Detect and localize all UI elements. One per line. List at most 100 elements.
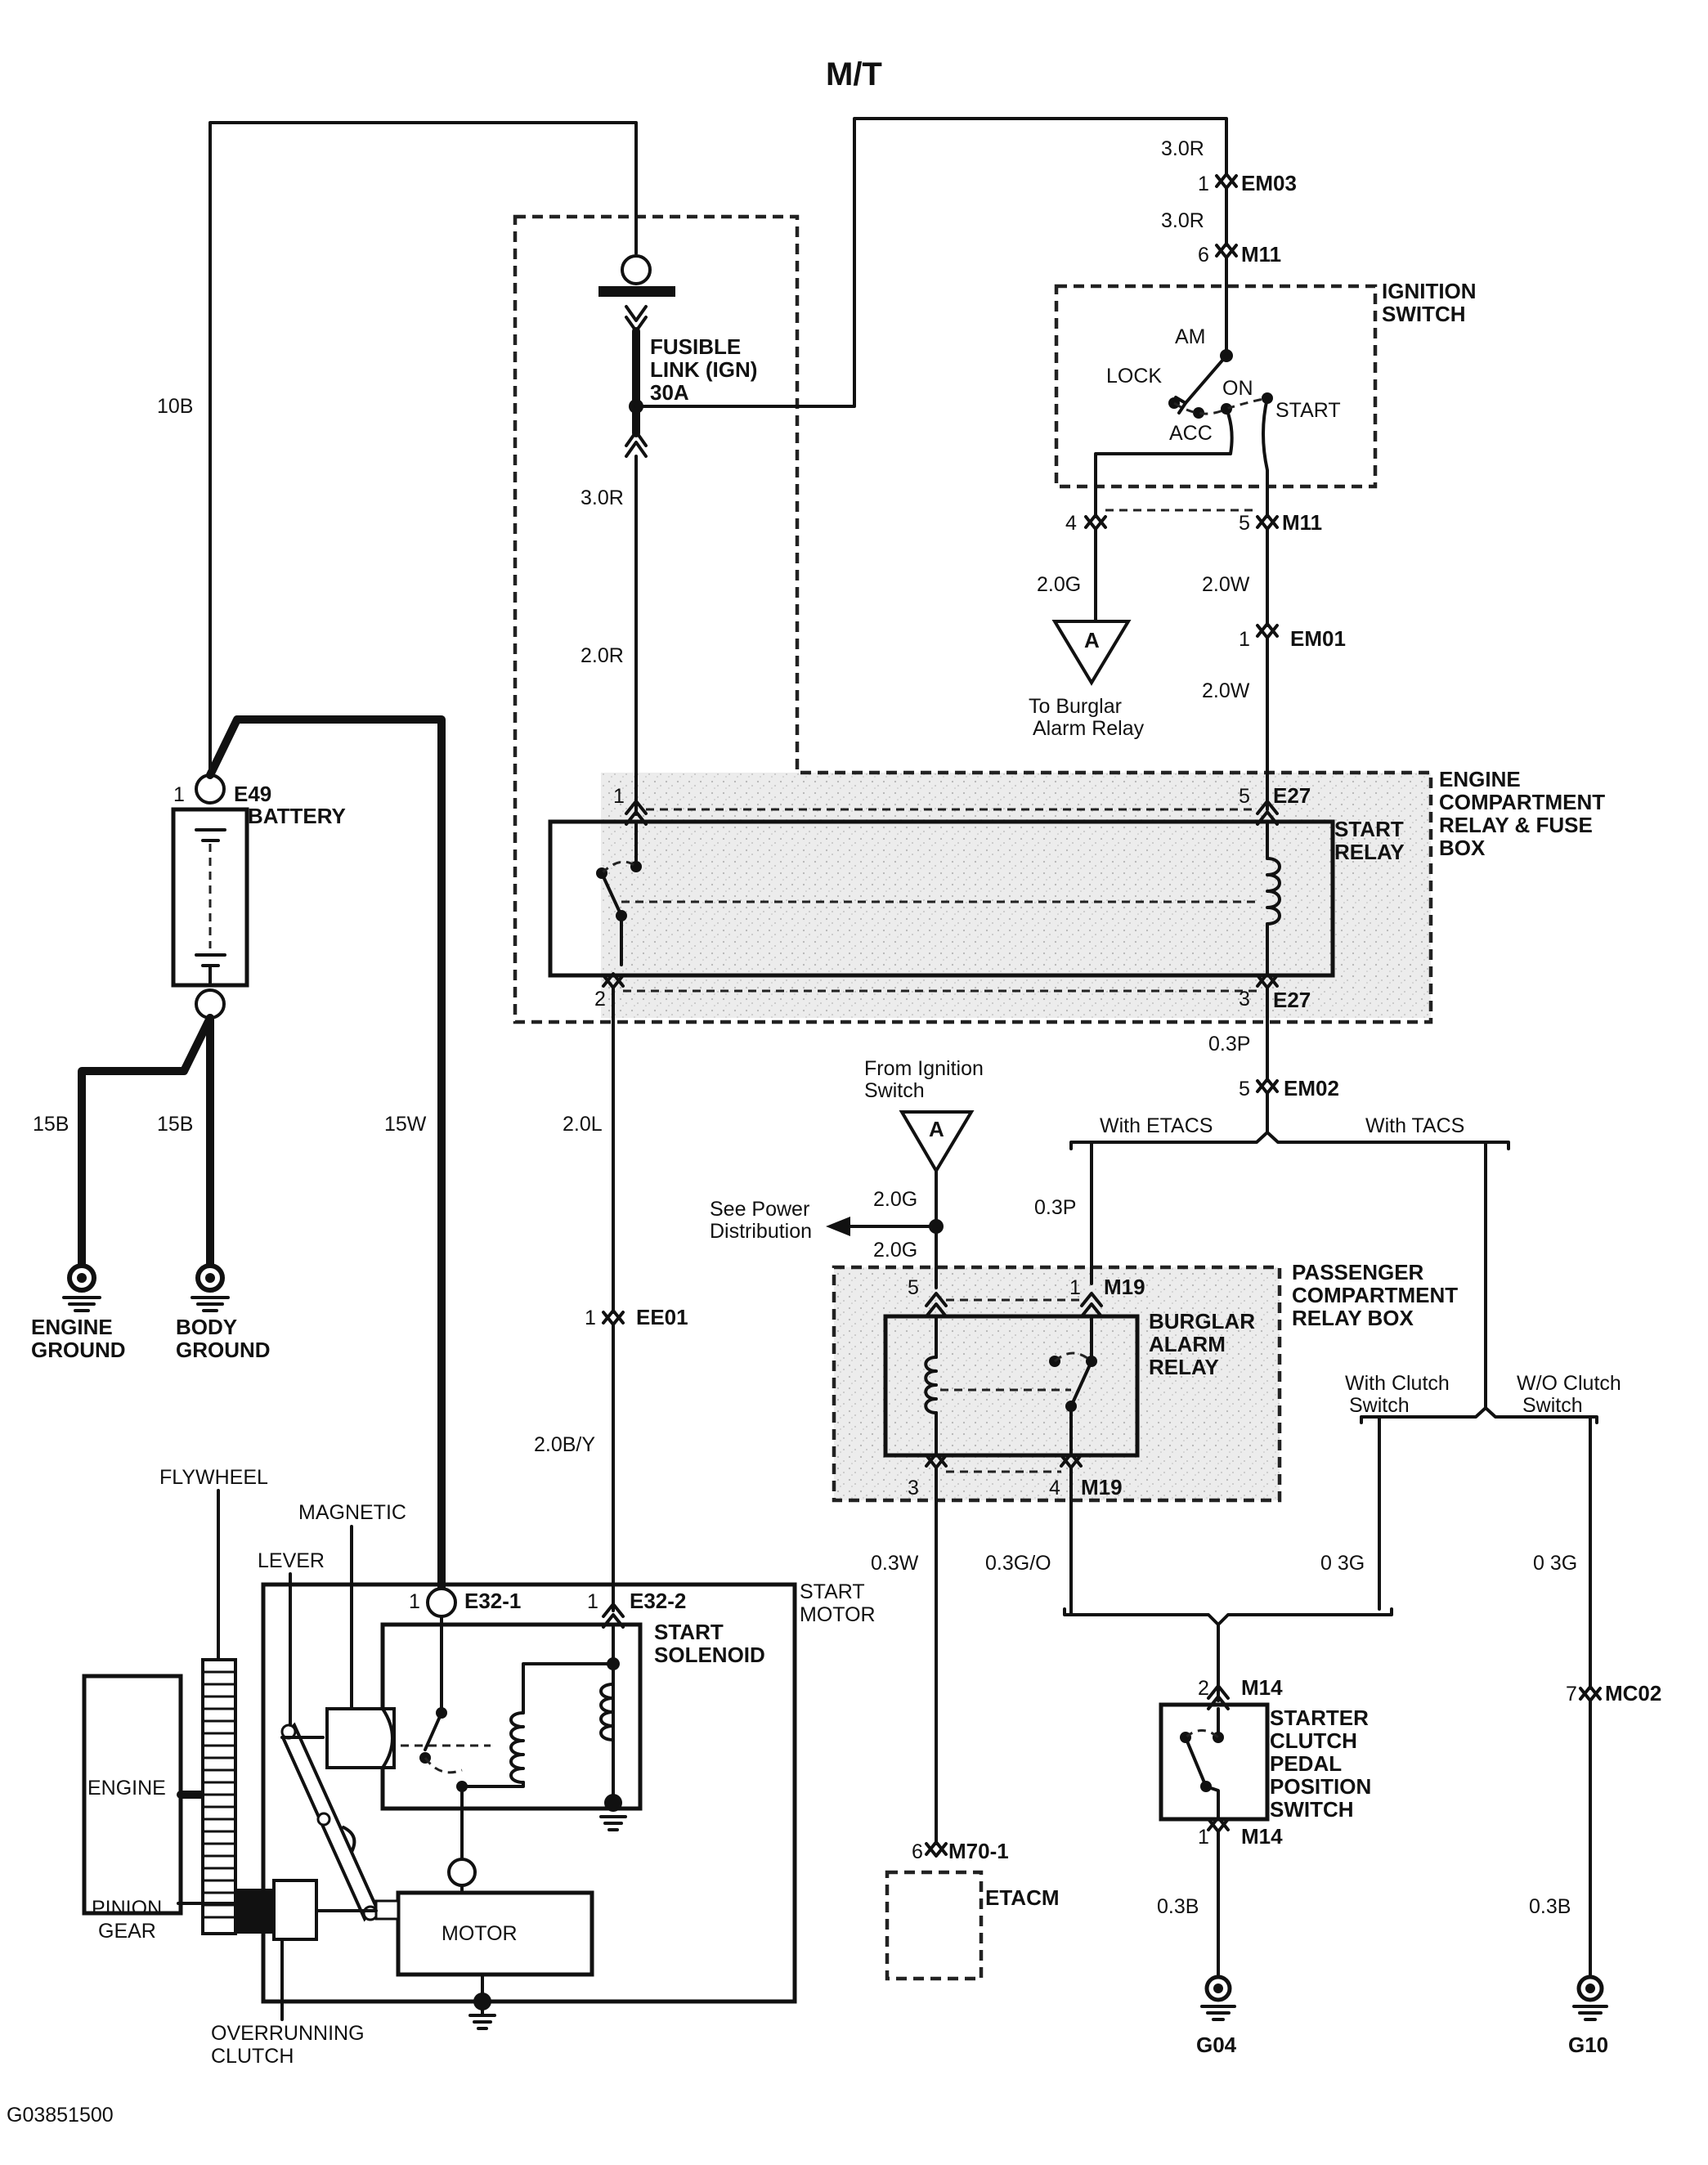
ign-on-label: ON xyxy=(1222,377,1253,400)
motor-ground-splice xyxy=(473,1992,491,2010)
flywheel-teeth xyxy=(203,1670,235,1919)
battery-cell-bottom xyxy=(195,953,226,967)
overrunning-clutch xyxy=(272,1879,318,1941)
m19-1-id: M19 xyxy=(1104,1275,1145,1299)
wire-ign-acc-out xyxy=(1094,407,1234,518)
wire-3-0r-to-ignition xyxy=(634,117,1228,408)
ground-g04-label: G04 xyxy=(1196,2033,1237,2057)
m11-5-id: M11 xyxy=(1282,510,1322,535)
etacm-label: ETACM xyxy=(985,1885,1060,1910)
body-ground-symbol xyxy=(191,1296,230,1312)
fusible-link-bar xyxy=(598,286,675,297)
ee01-id: EE01 xyxy=(636,1305,688,1329)
m19-5-pin: 5 xyxy=(908,1276,919,1299)
motor-ground-symbol xyxy=(468,2014,496,2030)
solenoid-switch-arc xyxy=(424,1757,463,1774)
branch-with-tacs: With TACS xyxy=(1365,1114,1464,1137)
solenoid-switch-blade xyxy=(424,1711,443,1751)
mc02-id: MC02 xyxy=(1605,1681,1661,1706)
wire-label-10b: 10B xyxy=(157,395,193,418)
em01-pin: 1 xyxy=(1239,628,1250,651)
lever-motor-coupler xyxy=(374,1899,400,1921)
connector-m14-2-symbol xyxy=(1207,1684,1230,1710)
ign-switch-arrow xyxy=(1174,396,1187,415)
start-motor-body xyxy=(261,1582,797,2004)
burglar-relay-coil xyxy=(924,1356,938,1414)
solenoid-ground-splice xyxy=(604,1794,622,1812)
connector-em01-symbol xyxy=(1256,622,1279,639)
battery-positive-terminal xyxy=(195,773,226,805)
ign-ref-letter: A xyxy=(929,1117,944,1141)
wire-label-0-3g-b: 0 3G xyxy=(1533,1552,1577,1575)
magnetic-label: MAGNETIC xyxy=(298,1501,406,1524)
solenoid-pull-lead xyxy=(460,1781,525,1788)
diagram-title: M/T xyxy=(826,56,882,92)
wire-label-3-0r-mid: 3.0R xyxy=(1161,209,1204,232)
fusible-link-bottom-connector xyxy=(625,430,648,458)
passenger-compartment-box xyxy=(832,1265,1282,1503)
connector-e32-2-symbol xyxy=(602,1602,625,1629)
ignition-switch-box xyxy=(1054,284,1378,489)
wire-label-2-0r: 2.0R xyxy=(581,644,624,667)
burglar-alarm-relay-body xyxy=(883,1314,1140,1458)
flywheel-body xyxy=(201,1658,237,1935)
ign-acc-label: ACC xyxy=(1169,422,1213,445)
start-relay-body xyxy=(548,819,1335,978)
clutch-lead-bottom xyxy=(1204,1785,1220,1821)
fusible-link-terminal xyxy=(621,254,652,285)
lever-pivot-mid xyxy=(316,1812,331,1827)
wire-ign-start-out xyxy=(1262,397,1269,518)
e27-5-id: E27 xyxy=(1273,783,1311,808)
burglar-switch-blade xyxy=(1069,1360,1093,1408)
ign-lock-label: LOCK xyxy=(1106,365,1162,388)
connector-e27-5-symbol xyxy=(1256,800,1279,826)
m70-id: M70-1 xyxy=(948,1839,1009,1863)
engine-ground-center xyxy=(77,1273,87,1283)
motor-terminal xyxy=(447,1858,477,1887)
battery-pin: 1 xyxy=(173,783,185,806)
m70-pin: 6 xyxy=(912,1840,923,1863)
wire-15b-engine xyxy=(78,1014,214,1275)
connector-em02-symbol xyxy=(1256,1078,1279,1095)
body-ground-center xyxy=(205,1273,215,1283)
connector-mc02-symbol xyxy=(1579,1685,1602,1702)
em02-pin: 5 xyxy=(1239,1078,1250,1100)
wire-label-2-0g-b: 2.0G xyxy=(873,1239,917,1262)
solenoid-ground-symbol xyxy=(599,1815,627,1831)
m11-6-pin: 6 xyxy=(1198,244,1209,267)
m14-2-pin: 2 xyxy=(1198,1677,1209,1700)
wire-label-0-3b-a: 0.3B xyxy=(1157,1895,1199,1918)
burglar-ref-letter: A xyxy=(1084,628,1100,652)
branch-clutch xyxy=(1360,1406,1598,1424)
e32-1-pin: 1 xyxy=(409,1590,420,1613)
wire-label-15b-a: 15B xyxy=(33,1113,69,1136)
wire-label-3-0r-fl: 3.0R xyxy=(581,486,624,509)
clutch-switch-body xyxy=(1159,1702,1270,1822)
ground-g04-symbol xyxy=(1200,2005,1236,2021)
clutch-switch-arc xyxy=(1185,1729,1219,1739)
battery-cell-top xyxy=(195,828,226,842)
motor-body xyxy=(396,1890,594,1977)
terminal-e32-1 xyxy=(426,1587,457,1618)
ground-g10-symbol xyxy=(1572,2005,1608,2021)
wire-label-15b-b: 15B xyxy=(157,1113,193,1136)
connector-ee01-symbol xyxy=(602,1309,625,1326)
m11-5-pin: 5 xyxy=(1239,512,1250,535)
m14-1-pin: 1 xyxy=(1198,1826,1209,1849)
m19-3-pin: 3 xyxy=(908,1477,919,1499)
e32-2-pin: 1 xyxy=(587,1590,598,1613)
connector-e27-1-symbol xyxy=(625,800,648,826)
wire-label-0-3p-b: 0.3P xyxy=(1034,1196,1076,1219)
engine-compartment-box-outline xyxy=(513,214,1433,1024)
